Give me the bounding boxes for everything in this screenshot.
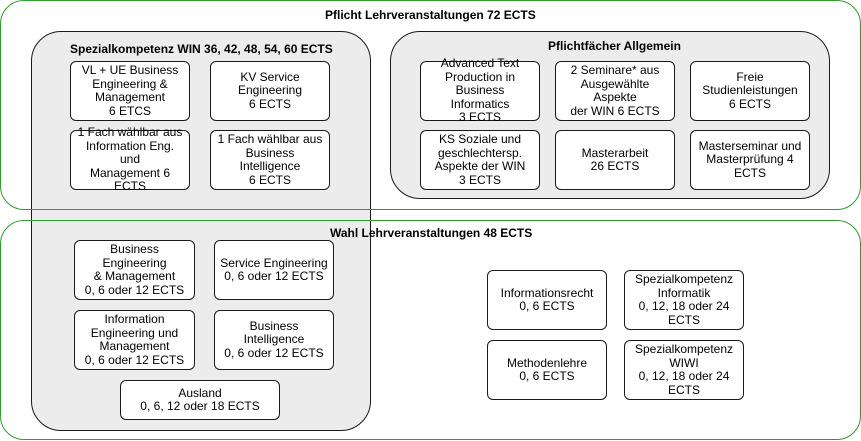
course-box-advanced-text-production: Advanced Text Production in Business Inf… [420, 57, 540, 124]
course-box-fach-business-intelligence: 1 Fach wählbar aus Business Intelligence… [210, 130, 330, 190]
elective-box-spezialkompetenz-informatik: Spezialkompetenz Informatik 0, 12, 18 od… [624, 270, 744, 330]
course-box-business-engineering: VL + UE Business Engineering & Managemen… [70, 61, 190, 121]
elective-box-service-engineering: Service Engineering 0, 6 oder 12 ECTS [214, 240, 334, 300]
course-box-masterseminar: Masterseminar und Masterprüfung 4 ECTS [690, 130, 810, 190]
elective-box-business-engineering: Business Engineering & Management 0, 6 o… [74, 240, 195, 300]
elective-box-methodenlehre: Methodenlehre 0, 6 ECTS [487, 340, 607, 400]
pflicht-title: Pflicht Lehrveranstaltungen 72 ECTS [325, 8, 536, 22]
elective-box-informationsrecht: Informationsrecht 0, 6 ECTS [487, 270, 607, 330]
spezialkompetenz-title: Spezialkompetenz WIN 36, 42, 48, 54, 60 … [70, 42, 333, 56]
wahl-title: Wahl Lehrveranstaltungen 48 ECTS [330, 226, 533, 240]
course-box-seminare: 2 Seminare* aus Ausgewählte Aspekte der … [555, 61, 675, 121]
elective-box-spezialkompetenz-wiwi: Spezialkompetenz WIWI 0, 12, 18 oder 24 … [624, 340, 744, 400]
course-box-masterarbeit: Masterarbeit 26 ECTS [555, 130, 675, 190]
course-box-kv-service-engineering: KV Service Engineering 6 ECTS [210, 61, 330, 121]
elective-box-ausland: Ausland 0, 6, 12 oder 18 ECTS [120, 380, 280, 420]
course-box-ks-soziale-aspekte: KS Soziale und geschlechtersp. Aspekte d… [420, 130, 540, 190]
elective-box-business-intelligence: Business Intelligence 0, 6 oder 12 ECTS [214, 310, 334, 370]
elective-box-information-engineering: Information Engineering und Management 0… [74, 310, 195, 370]
course-box-freie-studienleistungen: Freie Studienleistungen 6 ECTS [690, 61, 810, 121]
pflichtfaecher-allgemein-title: Pflichtfächer Allgemein [548, 39, 681, 53]
course-box-fach-information-eng: 1 Fach wählbar aus Information Eng. und … [70, 126, 190, 193]
